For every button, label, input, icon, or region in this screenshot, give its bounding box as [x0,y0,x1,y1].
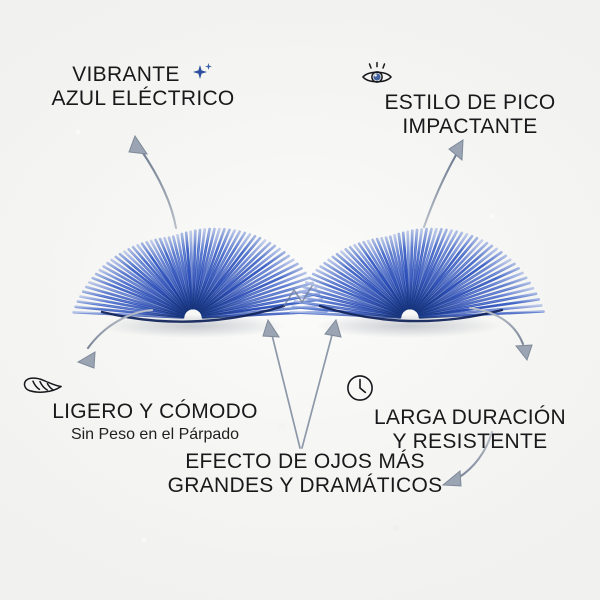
lash-left [72,227,328,319]
arrow-center-right [301,318,342,449]
callout-bottom-left-subtitle: Sin Peso en el Párpado [70,426,240,444]
lashes-product-image [72,206,545,338]
callout-estilo-de-pico: ESTILO DE PICO IMPACTANTE [360,61,580,140]
callout-efecto-ojos: EFECTO DE OJOS MÁS GRANDES Y DRAMÁTICOS [150,450,460,499]
eye-icon [360,61,580,88]
callout-bottom-center-line1: EFECTO DE OJOS MÁS [185,450,425,473]
callout-bottom-left-line1: LIGERO Y CÓMODO [52,400,258,423]
sparkle-icon [192,62,214,82]
callout-ligero-y-comodo: LIGERO Y CÓMODO Sin Peso en el Párpado [20,373,290,446]
lash-right [289,227,545,319]
feather-icon [20,373,290,397]
callout-top-right-line2: IMPACTANTE [402,115,538,139]
callout-larga-duracion: LARGA DURACIÓN Y RESISTENTE [345,373,595,455]
callout-top-right-line1: ESTILO DE PICO [384,91,556,114]
callout-bottom-center-line2: GRANDES Y DRAMÁTICOS [167,474,443,498]
callout-top-left-line1: VIBRANTE [72,63,180,86]
callout-bottom-right-line1: LARGA DURACIÓN [373,406,567,429]
callout-vibrante-azul: VIBRANTE AZUL ELÉCTRICO [32,62,254,112]
callout-top-left-line2: AZUL ELÉCTRICO [51,87,235,111]
clock-icon [345,373,595,403]
